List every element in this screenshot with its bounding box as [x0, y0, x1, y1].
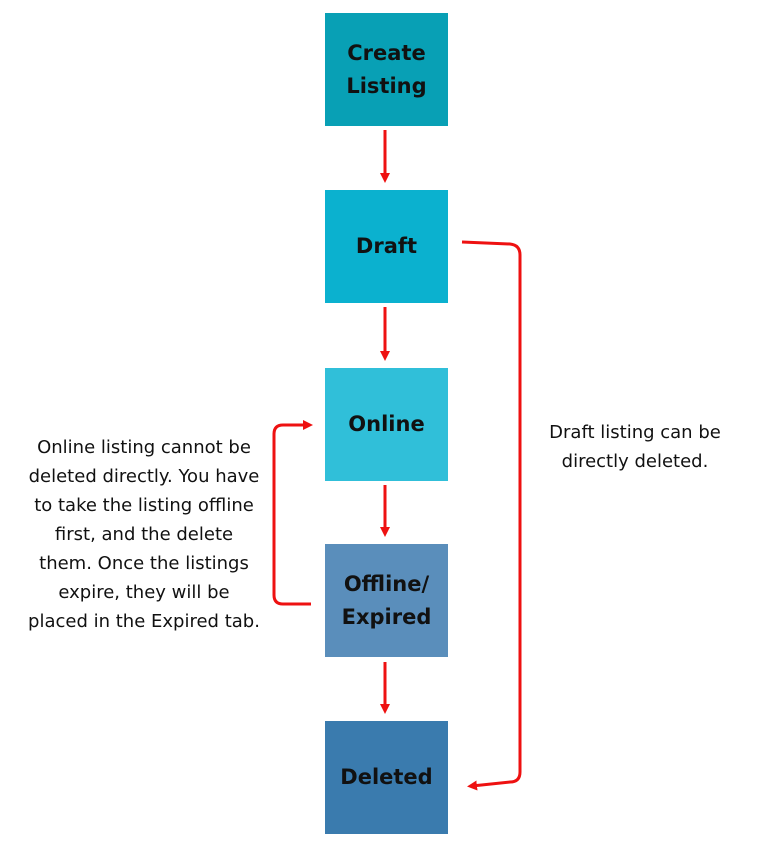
online-deletion-note: Online listing cannot be deleted directl…	[28, 437, 260, 632]
draft-deletion-note: Draft listing can be directly deleted.	[549, 422, 721, 472]
node-offline-expired: Offline/ Expired	[325, 544, 448, 657]
node-online: Online	[325, 368, 448, 481]
arrow-offline-back-to-online	[272, 420, 313, 606]
node-create-listing: Create Listing	[325, 13, 448, 126]
arrow-draft-to-deleted	[461, 240, 522, 791]
node-deleted: Deleted	[325, 721, 448, 834]
node-draft: Draft	[325, 190, 448, 303]
